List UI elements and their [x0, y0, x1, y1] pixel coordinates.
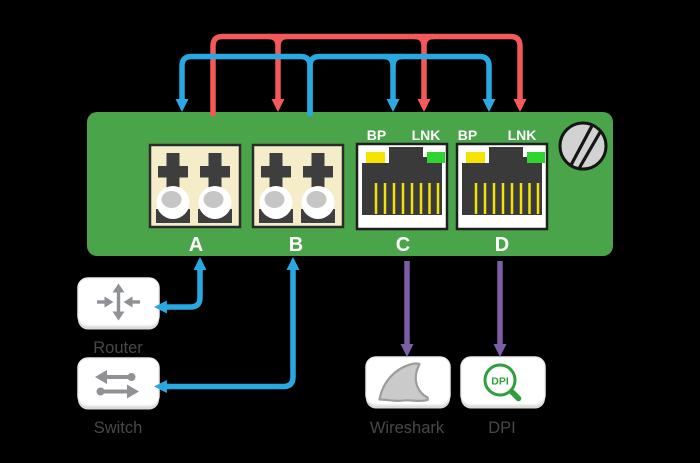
port-d-label: D	[495, 234, 509, 256]
rj45-pins	[474, 183, 540, 214]
led-label-lnk-c: LNK	[412, 127, 441, 143]
switch-icon	[95, 370, 139, 399]
router-label: Router	[93, 339, 143, 357]
switch-link-arrow	[153, 256, 300, 393]
led-label-bp-d: BP	[458, 127, 477, 143]
dpi-icon-text: DPI	[491, 376, 509, 388]
wireshark-box	[365, 356, 451, 409]
router-box	[77, 277, 160, 330]
router-icon	[97, 283, 140, 321]
fiber-ferrule-right	[198, 153, 232, 223]
port-a-label: A	[189, 234, 203, 256]
flow-b-to-a-arrows	[175, 53, 496, 116]
magnifier-icon: DPI	[483, 363, 522, 402]
switch-label: Switch	[94, 419, 143, 437]
port-c-jack	[355, 142, 449, 231]
led-lnk-d	[527, 152, 545, 163]
led-lnk-c	[427, 152, 445, 163]
fiber-ferrule-left	[259, 153, 293, 223]
led-label-lnk-d: LNK	[508, 127, 537, 143]
rj45-pins	[374, 183, 440, 214]
led-bp-d	[466, 152, 485, 163]
port-a-connector	[148, 143, 242, 229]
led-label-bp-c: BP	[367, 127, 386, 143]
port-d-jack	[455, 142, 549, 231]
wireshark-label: Wireshark	[370, 419, 445, 437]
fiber-ferrule-right	[301, 153, 335, 223]
screw-icon	[558, 121, 608, 171]
led-bp-c	[366, 152, 385, 163]
port-b-connector	[251, 143, 345, 229]
port-c-label: C	[396, 234, 410, 256]
fiber-ferrule-left	[156, 153, 190, 223]
dpi-label: DPI	[488, 419, 516, 437]
flow-a-to-b-arrows	[210, 33, 527, 116]
router-link-arrow	[153, 256, 207, 314]
dpi-box: DPI	[460, 356, 546, 409]
switch-box	[77, 357, 160, 410]
shark-fin-icon	[378, 362, 429, 403]
port-b-label: B	[289, 234, 303, 256]
